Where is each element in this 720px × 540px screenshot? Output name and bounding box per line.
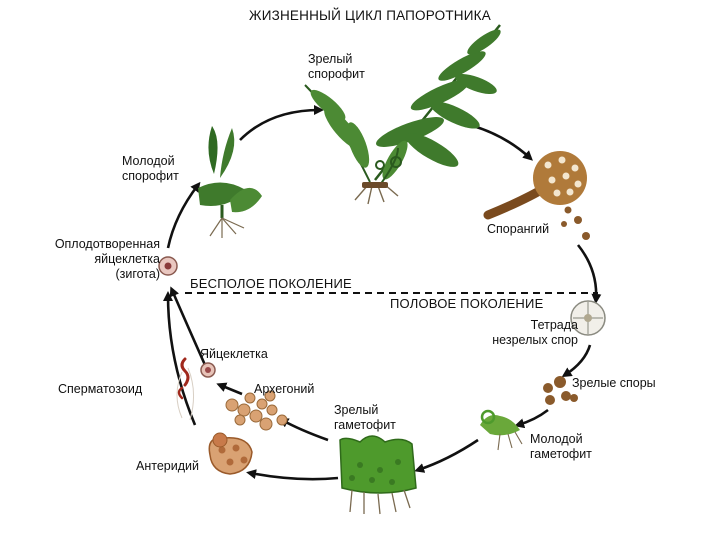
- mature-spores-illustration: [543, 376, 578, 405]
- sporangium-illustration: [483, 151, 590, 240]
- archegonium-illustration: [225, 390, 288, 431]
- arrow-gametophyte-to-archegonium: [278, 418, 329, 442]
- label-mature-spores: Зрелые споры: [572, 376, 656, 390]
- diagram-title: ЖИЗНЕННЫЙ ЦИКЛ ПАПОРОТНИКА: [249, 8, 491, 23]
- young-gametophyte-illustration: [480, 409, 523, 451]
- egg-cell-illustration: [200, 362, 216, 378]
- mature-sporophyte-illustration: [304, 24, 501, 205]
- tetrad-illustration: [570, 300, 606, 336]
- label-spermatozoid: Сперматозоид: [58, 382, 143, 396]
- label-mature-sporophyte: Зрелый спорофит: [308, 52, 365, 81]
- label-egg-cell: Яйцеклетка: [200, 347, 268, 361]
- label-tetrad: Тетрада незрелых спор: [492, 318, 578, 347]
- label-young-sporophyte: Молодой спорофит: [122, 154, 179, 183]
- label-sporangium: Спорангий: [487, 222, 550, 236]
- arrow-sporophyte-to-sporangium: [469, 123, 533, 161]
- label-young-gametophyte: Молодой гаметофит: [530, 432, 592, 461]
- arrow-sporangium-to-tetrad: [576, 244, 602, 304]
- label-antheridium: Антеридий: [136, 459, 199, 473]
- label-sexual-generation: ПОЛОВОЕ ПОКОЛЕНИЕ: [390, 296, 544, 311]
- label-mature-gametophyte: Зрелый гаметофит: [334, 403, 396, 432]
- arrow-young-to-mature-gametophyte: [414, 438, 479, 473]
- arrow-antheridium-to-zygote: [163, 291, 197, 426]
- arrow-spores-to-young-gametophyte: [514, 408, 549, 429]
- spermatozoid-illustration: [176, 357, 194, 421]
- label-archegonium: Архегоний: [254, 382, 315, 396]
- arrow-egg-to-zygote: [169, 286, 207, 366]
- antheridium-illustration: [208, 432, 253, 475]
- arrow-young-to-mature-sporophyte: [239, 105, 324, 141]
- young-sporophyte-illustration: [198, 126, 262, 238]
- arrow-zygote-to-young-sporophyte: [166, 181, 201, 249]
- zygote-illustration: [158, 256, 178, 276]
- label-asexual-generation: БЕСПОЛОЕ ПОКОЛЕНИЕ: [190, 276, 352, 291]
- arrow-archegonium-to-egg: [216, 382, 243, 396]
- arrow-gametophyte-to-antheridium: [246, 469, 339, 481]
- arrow-tetrad-to-spores: [561, 344, 592, 378]
- mature-gametophyte-illustration: [339, 435, 417, 515]
- label-zygote: Оплодотворенная яйцеклетка (зигота): [54, 237, 160, 281]
